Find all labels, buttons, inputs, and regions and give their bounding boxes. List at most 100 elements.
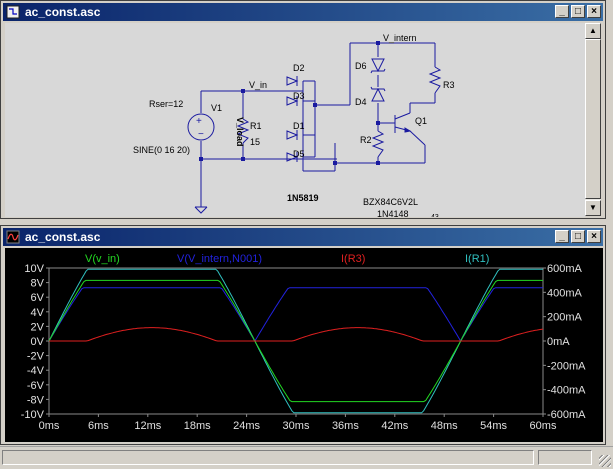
label-bzx84c6v2l: BZX84C6V2L xyxy=(363,197,418,207)
x-tick-label: 60ms xyxy=(530,420,557,432)
label-q1: Q1 xyxy=(415,116,427,126)
plot-traces xyxy=(48,268,544,414)
close-glyph: × xyxy=(591,6,597,17)
trace-v-vintern-n001 xyxy=(48,287,543,342)
label-d3: D3 xyxy=(293,91,305,101)
x-tick-label: 18ms xyxy=(184,420,211,432)
schematic-title: ac_const.asc xyxy=(25,5,101,19)
label-r2: R2 xyxy=(360,135,372,145)
label-r3: R3 xyxy=(443,80,455,90)
zener-diodes[interactable] xyxy=(370,58,386,102)
y-left-tick-label: 8V xyxy=(31,278,45,290)
y-right-tick-label: 600mA xyxy=(547,263,583,275)
v1-source-symbol[interactable]: + − xyxy=(187,113,215,141)
label-cut-text: 43 xyxy=(431,214,439,217)
scroll-thumb[interactable] xyxy=(585,39,601,199)
label-v1: V1 xyxy=(211,103,222,113)
junction-dots xyxy=(199,41,380,165)
waveform-titlebar[interactable]: ac_const.asc _ □ × xyxy=(3,228,603,246)
waveform-doc-icon xyxy=(6,230,20,244)
status-panel-main xyxy=(2,450,534,465)
y-left-tick-label: -6V xyxy=(27,380,45,392)
minimize-button[interactable]: _ xyxy=(555,230,569,243)
x-tick-label: 30ms xyxy=(283,420,310,432)
bridge-diodes[interactable] xyxy=(286,76,299,162)
schematic-wires xyxy=(194,42,436,214)
trace-legend: V(v_in) V(V_intern,N001) I(R3) I(R1) xyxy=(85,253,489,265)
y-left-tick-label: 4V xyxy=(31,307,45,319)
close-glyph: × xyxy=(591,231,597,242)
label-v-intern: V_intern xyxy=(383,33,417,43)
y-left-tick-label: 10V xyxy=(24,263,44,275)
schematic-titlebar[interactable]: ac_const.asc _ □ × xyxy=(3,3,603,21)
maximize-glyph: □ xyxy=(574,6,582,17)
label-d6: D6 xyxy=(355,61,367,71)
minimize-button[interactable]: _ xyxy=(555,5,569,18)
schematic-canvas[interactable]: + − V_intern V_in V_lo xyxy=(5,23,585,217)
x-tick-label: 0ms xyxy=(39,420,60,432)
x-tick-label: 54ms xyxy=(480,420,507,432)
plot-axes: 10V8V6V4V2V0V-2V-4V-6V-8V-10V600mA400mA2… xyxy=(21,263,586,432)
y-right-tick-label: 200mA xyxy=(547,312,583,324)
waveform-window[interactable]: ac_const.asc _ □ × V(v_in) V(V_intern,N0… xyxy=(0,225,606,445)
label-rser: Rser=12 xyxy=(149,99,183,109)
x-tick-label: 6ms xyxy=(88,420,109,432)
legend-v-vin[interactable]: V(v_in) xyxy=(85,253,120,265)
x-tick-label: 48ms xyxy=(431,420,458,432)
scroll-down-button[interactable]: ▼ xyxy=(585,200,601,216)
waveform-title: ac_const.asc xyxy=(25,230,101,244)
svg-text:+: + xyxy=(196,116,202,127)
x-tick-label: 42ms xyxy=(381,420,408,432)
y-left-tick-label: -2V xyxy=(27,351,45,363)
y-left-tick-label: -8V xyxy=(27,394,45,406)
label-d5: D5 xyxy=(293,149,305,159)
label-1n4148: 1N4148 xyxy=(377,209,409,217)
r2-resistor[interactable] xyxy=(371,130,385,158)
y-left-tick-label: 6V xyxy=(31,292,45,304)
x-tick-label: 36ms xyxy=(332,420,359,432)
label-r1-value: 15 xyxy=(250,137,260,147)
label-v-load: V_load xyxy=(235,117,245,147)
y-left-tick-label: 0V xyxy=(31,336,45,348)
legend-i-r3[interactable]: I(R3) xyxy=(341,253,365,265)
r1-resistor[interactable] xyxy=(236,118,250,144)
x-tick-label: 12ms xyxy=(134,420,161,432)
y-left-tick-label: 2V xyxy=(31,321,45,333)
schematic-doc-icon xyxy=(6,5,20,19)
status-panel-right xyxy=(538,450,592,465)
y-right-tick-label: 400mA xyxy=(547,287,583,299)
schematic-window[interactable]: ac_const.asc _ □ × xyxy=(0,0,606,219)
label-d2: D2 xyxy=(293,63,305,73)
close-button[interactable]: × xyxy=(587,5,601,18)
scroll-up-icon: ▲ xyxy=(589,26,597,35)
schematic-scrollbar[interactable]: ▲ ▼ xyxy=(585,23,601,216)
maximize-button[interactable]: □ xyxy=(571,5,585,18)
label-d4: D4 xyxy=(355,97,367,107)
y-right-tick-label: -200mA xyxy=(547,360,586,372)
trace-i-r3 xyxy=(49,327,544,342)
y-right-tick-label: -600mA xyxy=(547,409,586,421)
y-left-tick-label: -10V xyxy=(21,409,45,421)
scroll-down-icon: ▼ xyxy=(589,203,597,212)
minimize-glyph: _ xyxy=(559,231,565,242)
resize-grip[interactable] xyxy=(599,455,611,467)
maximize-glyph: □ xyxy=(574,231,582,242)
r3-resistor[interactable] xyxy=(428,66,442,94)
label-d1: D1 xyxy=(293,121,305,131)
label-1n5819: 1N5819 xyxy=(287,193,319,203)
y-right-tick-label: 0mA xyxy=(547,336,570,348)
label-r1: R1 xyxy=(250,121,262,131)
status-bar xyxy=(0,446,613,469)
legend-v-vintern-n001[interactable]: V(V_intern,N001) xyxy=(177,253,262,265)
svg-text:−: − xyxy=(198,129,204,140)
x-tick-label: 24ms xyxy=(233,420,260,432)
y-right-tick-label: -400mA xyxy=(547,385,586,397)
minimize-glyph: _ xyxy=(559,6,565,17)
q1-transistor[interactable] xyxy=(394,112,412,133)
label-sine: SINE(0 16 20) xyxy=(133,145,190,155)
waveform-plot[interactable]: V(v_in) V(V_intern,N001) I(R3) I(R1) 10V… xyxy=(5,248,603,442)
legend-i-r1[interactable]: I(R1) xyxy=(465,253,489,265)
scroll-up-button[interactable]: ▲ xyxy=(585,23,601,39)
close-button[interactable]: × xyxy=(587,230,601,243)
maximize-button[interactable]: □ xyxy=(571,230,585,243)
